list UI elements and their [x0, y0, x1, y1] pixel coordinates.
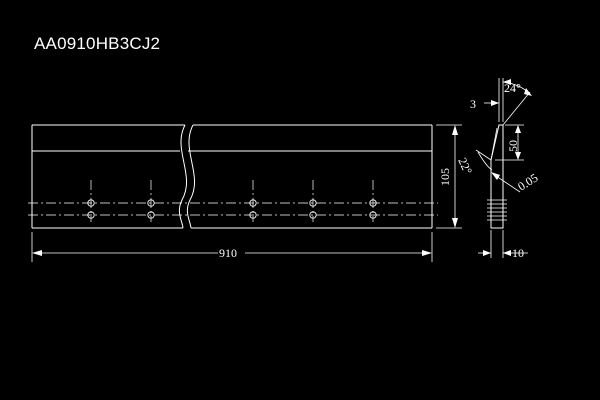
- part-number-title: AA0910HB3CJ2: [34, 34, 161, 53]
- mounting-hole: [249, 199, 257, 207]
- mounting-hole: [147, 211, 155, 219]
- break-line-left: [178, 124, 187, 229]
- blade-side-view: 10 3 24° 50 22° 0.05: [455, 78, 540, 260]
- height-arrow-top: [452, 125, 458, 135]
- height-label: 105: [438, 168, 452, 186]
- mounting-hole: [87, 211, 95, 219]
- edge-arrow: [491, 172, 500, 180]
- angle-top-label: 24°: [504, 81, 521, 95]
- length-label: 910: [219, 246, 237, 260]
- bevel-arrow-bottom: [515, 152, 521, 160]
- mounting-hole: [147, 199, 155, 207]
- angle-top-arrow-right: [524, 88, 532, 96]
- length-dimension: 910: [31, 232, 433, 262]
- mounting-hole: [309, 211, 317, 219]
- edge-label: 0.05: [515, 171, 540, 194]
- angle-top-ext: [502, 91, 531, 126]
- offset-arrow: [491, 100, 499, 106]
- offset-label: 3: [470, 97, 476, 111]
- blade-front-view: [28, 124, 438, 229]
- mounting-holes: [87, 180, 377, 222]
- mounting-hole: [249, 211, 257, 219]
- bevel-arrow-top: [515, 125, 521, 133]
- mounting-hole: [309, 199, 317, 207]
- height-arrow-bottom: [452, 218, 458, 228]
- mounting-hole: [87, 199, 95, 207]
- length-arrow-right: [422, 250, 432, 256]
- thickness-arrow-left: [483, 250, 491, 256]
- mounting-hole: [369, 199, 377, 207]
- angle-top-arrow-left: [503, 79, 511, 85]
- angle-side-arc: [477, 151, 493, 171]
- angle-side-label: 22°: [455, 155, 475, 176]
- bevel-label: 50: [506, 140, 520, 152]
- side-bevel-inner: [490, 127, 498, 161]
- mounting-hole: [369, 211, 377, 219]
- thickness-arrow-right: [503, 250, 511, 256]
- angle-side-ext: [475, 149, 492, 161]
- break-line-right: [186, 124, 195, 229]
- length-arrow-left: [32, 250, 42, 256]
- height-dimension: 105: [436, 124, 462, 229]
- thickness-label: 10: [512, 246, 524, 260]
